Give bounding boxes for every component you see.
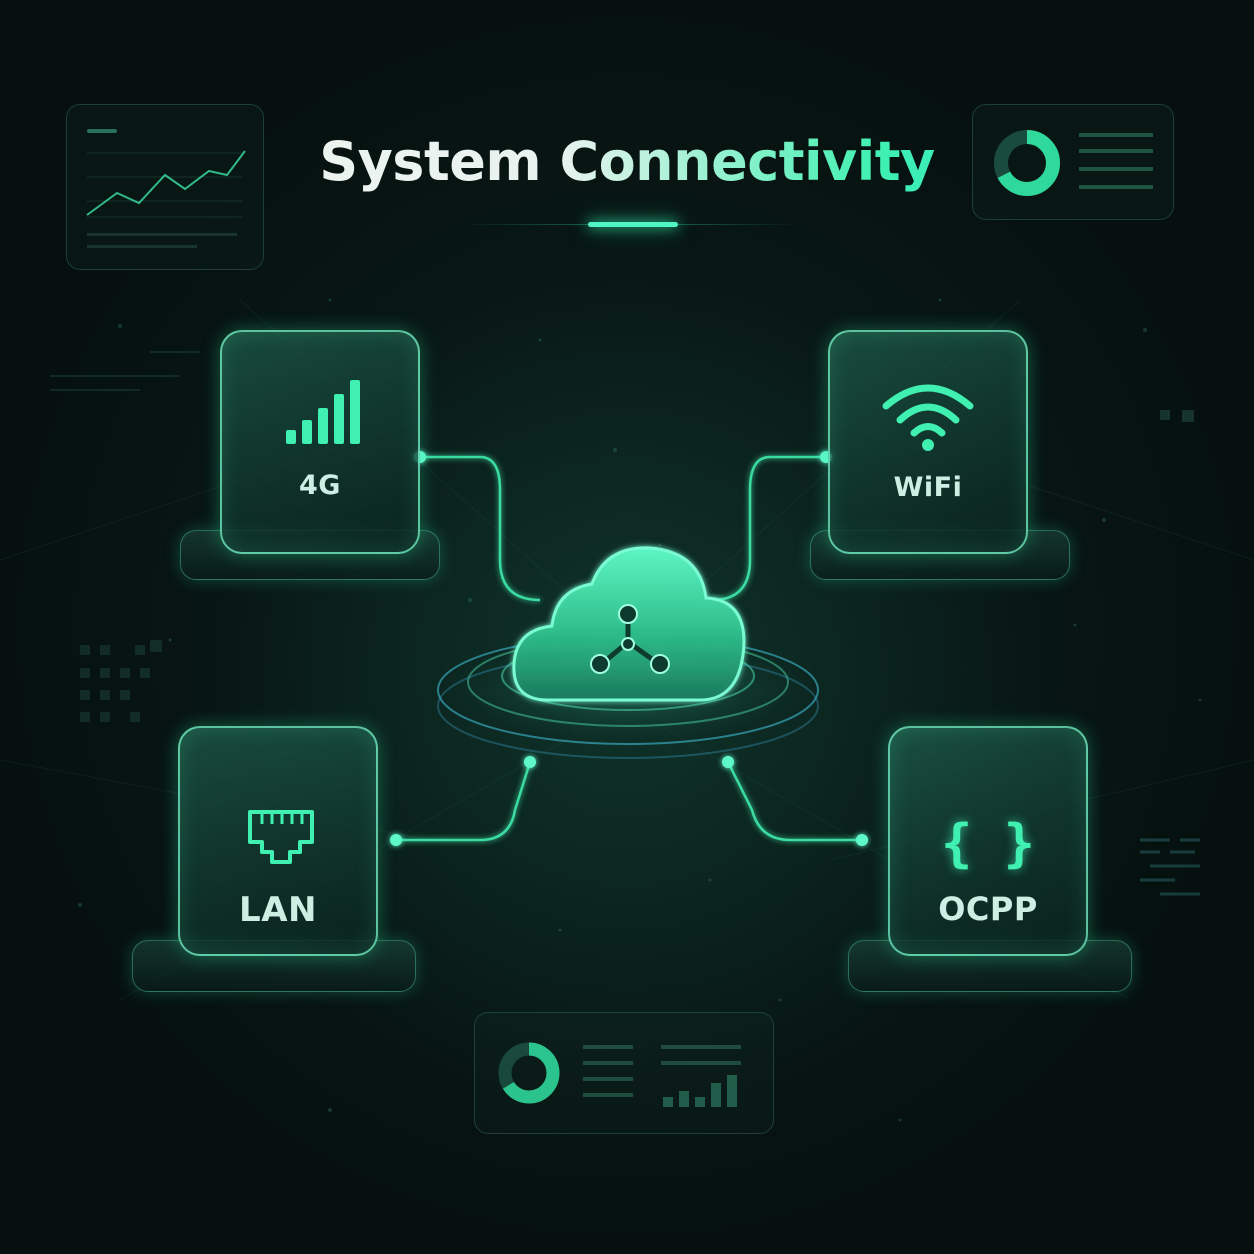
node-lan[interactable]: LAN [178, 726, 378, 956]
node-wifi[interactable]: WiFi [828, 330, 1028, 554]
node-label-wifi: WiFi [893, 472, 963, 503]
bottom-stats-thumbnail [498, 1042, 741, 1107]
node-label-ocpp: OCPP [938, 890, 1038, 928]
signal-bars-icon [286, 380, 360, 444]
wire-4g [420, 455, 541, 602]
wire-lan [396, 761, 532, 842]
bottom-stats-panel [474, 1012, 774, 1134]
ethernet-port-icon [248, 810, 314, 864]
wifi-icon [882, 384, 974, 451]
node-dot-ocpp [856, 834, 868, 846]
node-label-4g: 4G [299, 470, 341, 501]
donut-stats-panel [972, 104, 1174, 220]
donut-thumbnail [994, 130, 1153, 196]
code-braces-icon: { } [941, 814, 1035, 874]
hub-dot-left [524, 756, 536, 768]
page-title: System Connectivity [0, 126, 1254, 198]
node-label-lan: LAN [239, 890, 317, 930]
node-ocpp[interactable]: { } OCPP [888, 726, 1088, 956]
node-dot-lan [390, 834, 402, 846]
line-chart-panel [66, 104, 264, 270]
cloud-network-icon [512, 546, 746, 702]
wire-wifi [711, 455, 826, 602]
node-4g[interactable]: 4G [220, 330, 420, 554]
line-chart-thumbnail [86, 129, 246, 248]
hub-dot-right [722, 756, 734, 768]
title-accent-bar [588, 222, 678, 227]
wire-ocpp [726, 761, 862, 842]
